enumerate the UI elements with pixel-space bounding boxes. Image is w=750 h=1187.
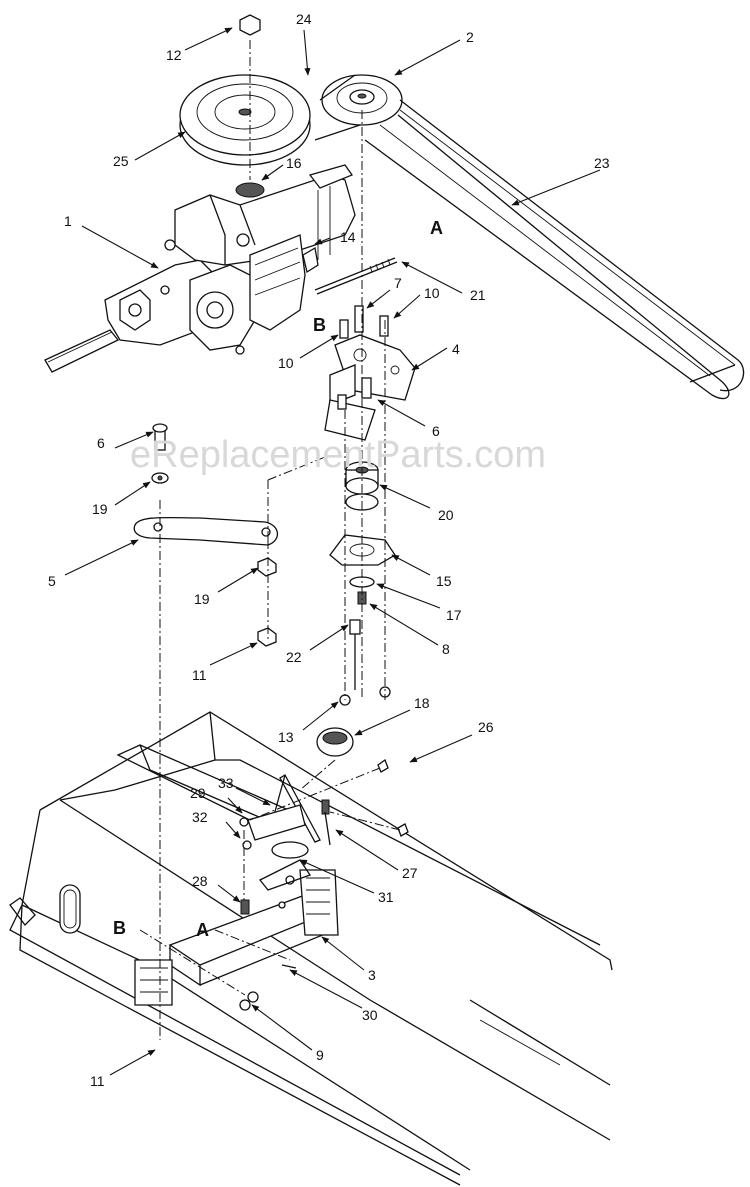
callout-3: 3 bbox=[368, 967, 376, 983]
callout-labels: 1 2 3 4 5 6 6 7 8 9 10 10 11 11 12 13 14… bbox=[48, 11, 610, 1089]
callout-10b: 10 bbox=[278, 355, 294, 371]
callout-13: 13 bbox=[278, 729, 294, 745]
plate-bracket bbox=[133, 423, 279, 647]
upper-bracket bbox=[324, 305, 416, 441]
callout-31: 31 bbox=[378, 889, 394, 905]
rod bbox=[314, 257, 398, 295]
callout-17: 17 bbox=[446, 607, 462, 623]
ref-letter-b-top: B bbox=[313, 315, 326, 335]
callout-22: 22 bbox=[286, 649, 302, 665]
callout-12: 12 bbox=[166, 47, 182, 63]
callout-4: 4 bbox=[452, 341, 460, 357]
pulleys bbox=[179, 14, 403, 198]
callout-23: 23 bbox=[594, 155, 610, 171]
callout-9: 9 bbox=[316, 1047, 324, 1063]
callout-6b: 6 bbox=[432, 423, 440, 439]
ref-letter-a-top: A bbox=[430, 218, 443, 238]
callout-6a: 6 bbox=[97, 435, 105, 451]
callout-2: 2 bbox=[466, 29, 474, 45]
transmission bbox=[44, 164, 356, 373]
ref-letter-b-bottom: B bbox=[113, 918, 126, 938]
center-lines bbox=[139, 40, 401, 1040]
watermark-text: eReplacementParts.com bbox=[130, 434, 546, 476]
knob bbox=[316, 727, 409, 837]
callout-8: 8 bbox=[442, 641, 450, 657]
leader-lines bbox=[64, 27, 601, 1076]
callout-14: 14 bbox=[340, 229, 356, 245]
belts bbox=[314, 74, 745, 400]
callout-24: 24 bbox=[296, 11, 312, 27]
callout-19a: 19 bbox=[92, 501, 108, 517]
callout-7: 7 bbox=[394, 275, 402, 291]
callout-26: 26 bbox=[478, 719, 494, 735]
callout-18: 18 bbox=[414, 695, 430, 711]
callout-11a: 11 bbox=[192, 667, 207, 683]
callout-5: 5 bbox=[48, 573, 56, 589]
callout-21: 21 bbox=[470, 287, 486, 303]
ref-letter-a-bottom: A bbox=[196, 920, 209, 940]
callout-29: 29 bbox=[190, 785, 206, 801]
callout-1: 1 bbox=[64, 213, 72, 229]
frame-chassis bbox=[9, 711, 613, 1186]
callout-20: 20 bbox=[438, 507, 454, 523]
callout-10a: 10 bbox=[424, 285, 440, 301]
callout-27: 27 bbox=[402, 865, 418, 881]
callout-25: 25 bbox=[113, 153, 129, 169]
callout-30: 30 bbox=[362, 1007, 378, 1023]
bracket-assembly bbox=[134, 869, 339, 1011]
callout-11b: 11 bbox=[90, 1073, 105, 1089]
callout-15: 15 bbox=[436, 573, 452, 589]
shift-lever bbox=[239, 774, 331, 891]
callout-28: 28 bbox=[192, 873, 208, 889]
callout-19b: 19 bbox=[194, 591, 210, 607]
callout-33: 33 bbox=[218, 775, 234, 791]
callout-16: 16 bbox=[286, 155, 302, 171]
callout-32: 32 bbox=[192, 809, 208, 825]
